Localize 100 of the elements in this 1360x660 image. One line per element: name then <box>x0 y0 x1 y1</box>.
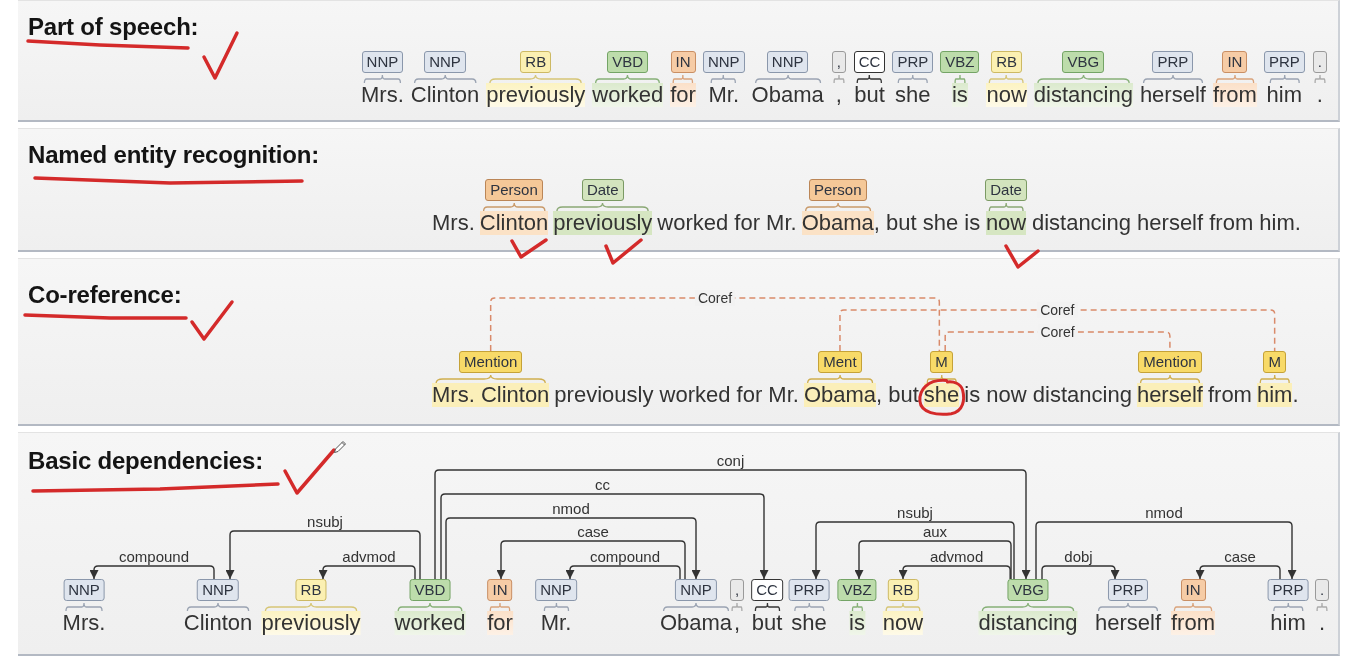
token-word: is <box>849 611 865 635</box>
token-word: is <box>951 83 968 107</box>
mention-word: Obama <box>803 383 877 407</box>
mention-word: him <box>1256 383 1293 407</box>
edge-label: nsubj <box>306 514 344 530</box>
token-word: now <box>986 83 1027 107</box>
pos-tag: VBD <box>409 579 451 601</box>
section-heading: Named entity recognition: <box>28 141 320 169</box>
token-word: Clinton <box>410 83 480 107</box>
sentence-text: previously worked for Mr. <box>554 383 799 407</box>
token-word: from <box>1171 611 1215 635</box>
arrow <box>445 517 701 580</box>
pos-tag: IN <box>670 51 696 73</box>
entity-word: previously <box>553 211 653 235</box>
edge-label: cc <box>594 477 611 493</box>
mention-word: herself <box>1136 383 1203 407</box>
panel <box>18 258 1340 426</box>
pos-tag: NNP <box>766 51 809 73</box>
token-word: worked <box>592 83 664 107</box>
token-word: . <box>1317 611 1327 635</box>
sentence-text: distancing herself from him. <box>1031 211 1301 235</box>
pos-tag: PRP <box>1152 51 1194 73</box>
arrow <box>854 540 1012 580</box>
arrow <box>811 521 1015 580</box>
pos-tag: NNP <box>424 51 466 73</box>
pos-tag: RB <box>295 579 327 601</box>
token-word: Mr. <box>540 611 572 635</box>
arrow <box>89 565 215 580</box>
sentence-text: from <box>1207 383 1252 407</box>
entity-word: Clinton <box>479 211 549 235</box>
pos-tag: VBD <box>607 51 649 73</box>
pos-tag: NNP <box>702 51 745 73</box>
pos-tag: IN <box>1222 51 1248 73</box>
sentence-text: Mrs. <box>432 211 475 235</box>
pos-tag: PRP <box>892 51 934 73</box>
pos-tag: , <box>831 51 846 73</box>
pos-tag: IN <box>487 579 513 601</box>
entity-tag: Person <box>485 179 543 201</box>
token-word: , <box>834 83 843 107</box>
edge-label: nmod <box>1144 505 1184 521</box>
pos-tag: PRP <box>1267 579 1309 601</box>
mention-tag: M <box>1263 351 1286 373</box>
entity-word: Obama <box>801 211 874 235</box>
pos-tag: RB <box>887 579 919 601</box>
sentence-text: is now distancing <box>964 383 1132 407</box>
arrow <box>1035 521 1297 580</box>
pos-tag: NNP <box>63 579 105 601</box>
pos-tag: VBG <box>1062 51 1105 73</box>
token-word: worked <box>394 611 466 635</box>
pos-tag: VBZ <box>837 579 877 601</box>
edge-label: Coref <box>1037 324 1078 340</box>
token-word: herself <box>1095 611 1161 635</box>
pos-tag: NNP <box>535 579 577 601</box>
arrow <box>1041 565 1120 580</box>
section-heading: Co-reference: <box>28 281 182 309</box>
token-word: , <box>732 611 742 635</box>
token-word: but <box>854 83 885 107</box>
token-word: she <box>791 611 827 635</box>
token-word: him <box>1266 83 1303 107</box>
sentence-text: , but <box>876 383 919 407</box>
pos-tag: , <box>729 579 745 601</box>
token-word: herself <box>1139 83 1206 107</box>
token-word: distancing <box>978 611 1078 635</box>
pos-tag: VBZ <box>940 51 980 73</box>
token-word: previously <box>261 611 361 635</box>
pos-tag: CC <box>853 51 886 73</box>
mention-tag: M <box>930 351 953 373</box>
entity-word: now <box>985 211 1027 235</box>
arrow <box>434 469 1031 580</box>
token-word: distancing <box>1033 83 1133 107</box>
section-heading: Basic dependencies: <box>28 447 263 475</box>
token-word: Mr. <box>708 83 739 107</box>
token-word: Obama <box>659 611 733 635</box>
token-word: Clinton <box>183 611 253 635</box>
edge-label: Coref <box>694 290 736 306</box>
edge-label: dobj <box>1063 549 1094 565</box>
mention-tag: Mention <box>1138 351 1202 373</box>
arrow <box>898 565 1011 580</box>
edge-label: case <box>576 524 610 540</box>
edge-label: Coref <box>1037 302 1078 318</box>
panel <box>18 0 1340 122</box>
edge-label: advmod <box>341 549 397 565</box>
edge-label: compound <box>588 549 662 565</box>
pos-tag: VBG <box>1007 579 1049 601</box>
token-word: now <box>882 611 924 635</box>
edge-label: case <box>1223 549 1257 565</box>
dashed-link-line <box>489 297 941 352</box>
pos-tag: PRP <box>1263 51 1305 73</box>
pos-tag: . <box>1314 579 1330 601</box>
panel <box>18 128 1340 252</box>
sentence-text: worked for Mr. <box>657 211 797 235</box>
mention-tag: Ment <box>818 351 862 373</box>
entity-tag: Date <box>581 179 624 201</box>
dashed-link-line <box>944 331 1171 352</box>
sentence-text: . <box>1292 383 1299 407</box>
arrow <box>440 493 769 580</box>
dashed-link-line <box>839 309 1276 352</box>
mention-word: she <box>923 383 960 407</box>
token-word: she <box>895 83 931 107</box>
edge-label: conj <box>715 453 746 469</box>
